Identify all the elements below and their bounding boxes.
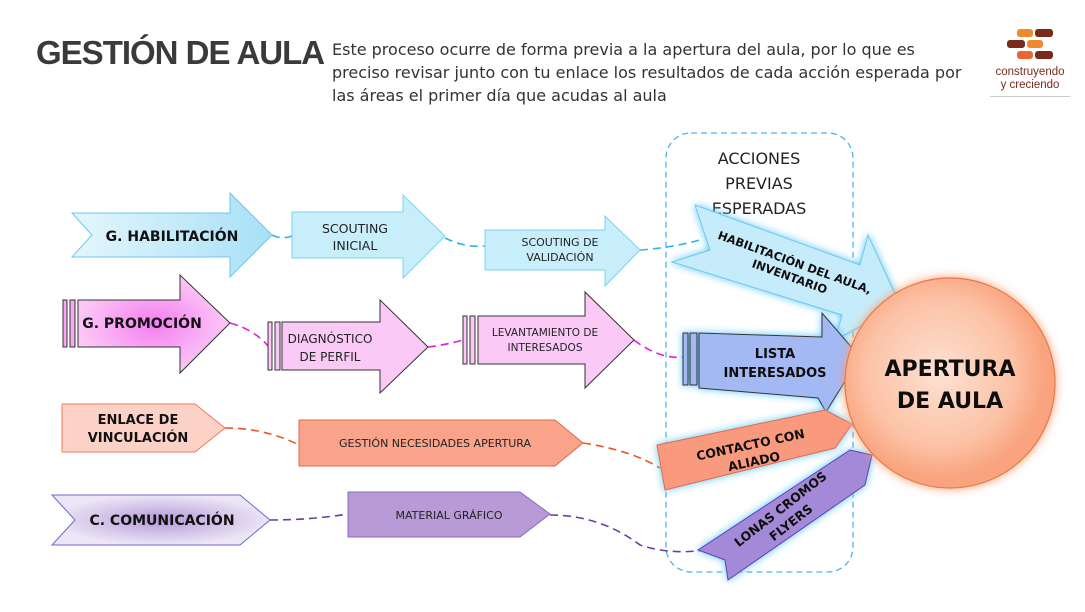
logo-line1: construyendo xyxy=(995,66,1065,78)
logo-line2: y creciendo xyxy=(1000,79,1060,91)
enlace-vinculacion-arrow: ENLACE DE VINCULACIÓN xyxy=(61,403,226,453)
connector xyxy=(229,322,269,347)
g-habilitacion-arrow: G. HABILITACIÓN xyxy=(70,191,273,279)
svg-text:INICIAL: INICIAL xyxy=(333,238,378,253)
connector xyxy=(582,442,661,469)
diagnostico-perfil-arrow: DIAGNÓSTICO DE PERFIL xyxy=(267,298,429,395)
connector xyxy=(549,514,706,553)
svg-text:G. PROMOCIÓN: G. PROMOCIÓN xyxy=(82,314,202,332)
page-title: GESTIÓN DE AULA xyxy=(36,34,325,71)
svg-text:VALIDACIÓN: VALIDACIÓN xyxy=(526,251,593,264)
svg-text:GESTIÓN NECESIDADES APERTURA: GESTIÓN NECESIDADES APERTURA xyxy=(339,437,531,450)
scouting-inicial-arrow: SCOUTING INICIAL xyxy=(291,193,446,280)
svg-text:ENLACE DE: ENLACE DE xyxy=(98,413,179,428)
connector xyxy=(639,239,701,251)
connector xyxy=(444,237,486,248)
logo: construyendo y creciendo xyxy=(990,28,1070,97)
svg-text:DE AULA: DE AULA xyxy=(897,389,1003,414)
svg-text:INTERESADOS: INTERESADOS xyxy=(508,342,583,354)
connector xyxy=(633,339,686,359)
connector xyxy=(427,339,464,348)
lista-interesados-result-arrow: LISTA INTERESADOS xyxy=(682,311,861,413)
box-title-3: ESPERADAS xyxy=(712,199,807,218)
description: Este proceso ocurre de forma previa a la… xyxy=(332,40,962,105)
svg-text:APERTURA: APERTURA xyxy=(885,357,1016,382)
svg-text:DIAGNÓSTICO: DIAGNÓSTICO xyxy=(288,331,373,346)
box-title-2: PREVIAS xyxy=(725,174,793,193)
c-comunicacion-arrow: C. COMUNICACIÓN xyxy=(50,494,271,546)
levantamiento-interesados-arrow: LEVANTAMIENTO DE INTERESADOS xyxy=(462,290,635,390)
habilitacion-aula-result-arrow: HABILITACIÓN DEL AULA, INVENTARIO xyxy=(670,204,901,341)
apertura-aula-circle: APERTURA DE AULA xyxy=(844,277,1056,489)
svg-text:G. HABILITACIÓN: G. HABILITACIÓN xyxy=(106,227,239,245)
svg-text:LISTA: LISTA xyxy=(755,347,795,362)
connector xyxy=(224,427,300,446)
svg-text:LEVANTAMIENTO DE: LEVANTAMIENTO DE xyxy=(492,327,598,339)
svg-text:SCOUTING DE: SCOUTING DE xyxy=(521,236,598,249)
connector xyxy=(269,513,349,521)
bricks-icon xyxy=(1007,29,1053,59)
svg-text:SCOUTING: SCOUTING xyxy=(322,221,388,236)
box-title-1: ACCIONES xyxy=(718,149,801,168)
svg-text:C. COMUNICACIÓN: C. COMUNICACIÓN xyxy=(89,511,234,529)
g-promocion-arrow: G. PROMOCIÓN xyxy=(62,273,231,375)
material-grafico-arrow: MATERIAL GRÁFICO xyxy=(347,491,551,538)
gestion-necesidades-arrow: GESTIÓN NECESIDADES APERTURA xyxy=(298,419,584,467)
svg-text:VINCULACIÓN: VINCULACIÓN xyxy=(88,430,189,446)
svg-text:INTERESADOS: INTERESADOS xyxy=(724,366,827,381)
scouting-validacion-arrow: SCOUTING DE VALIDACIÓN xyxy=(484,214,641,288)
svg-text:DE PERFIL: DE PERFIL xyxy=(300,350,361,364)
connector xyxy=(271,234,293,239)
svg-text:MATERIAL GRÁFICO: MATERIAL GRÁFICO xyxy=(395,509,502,522)
